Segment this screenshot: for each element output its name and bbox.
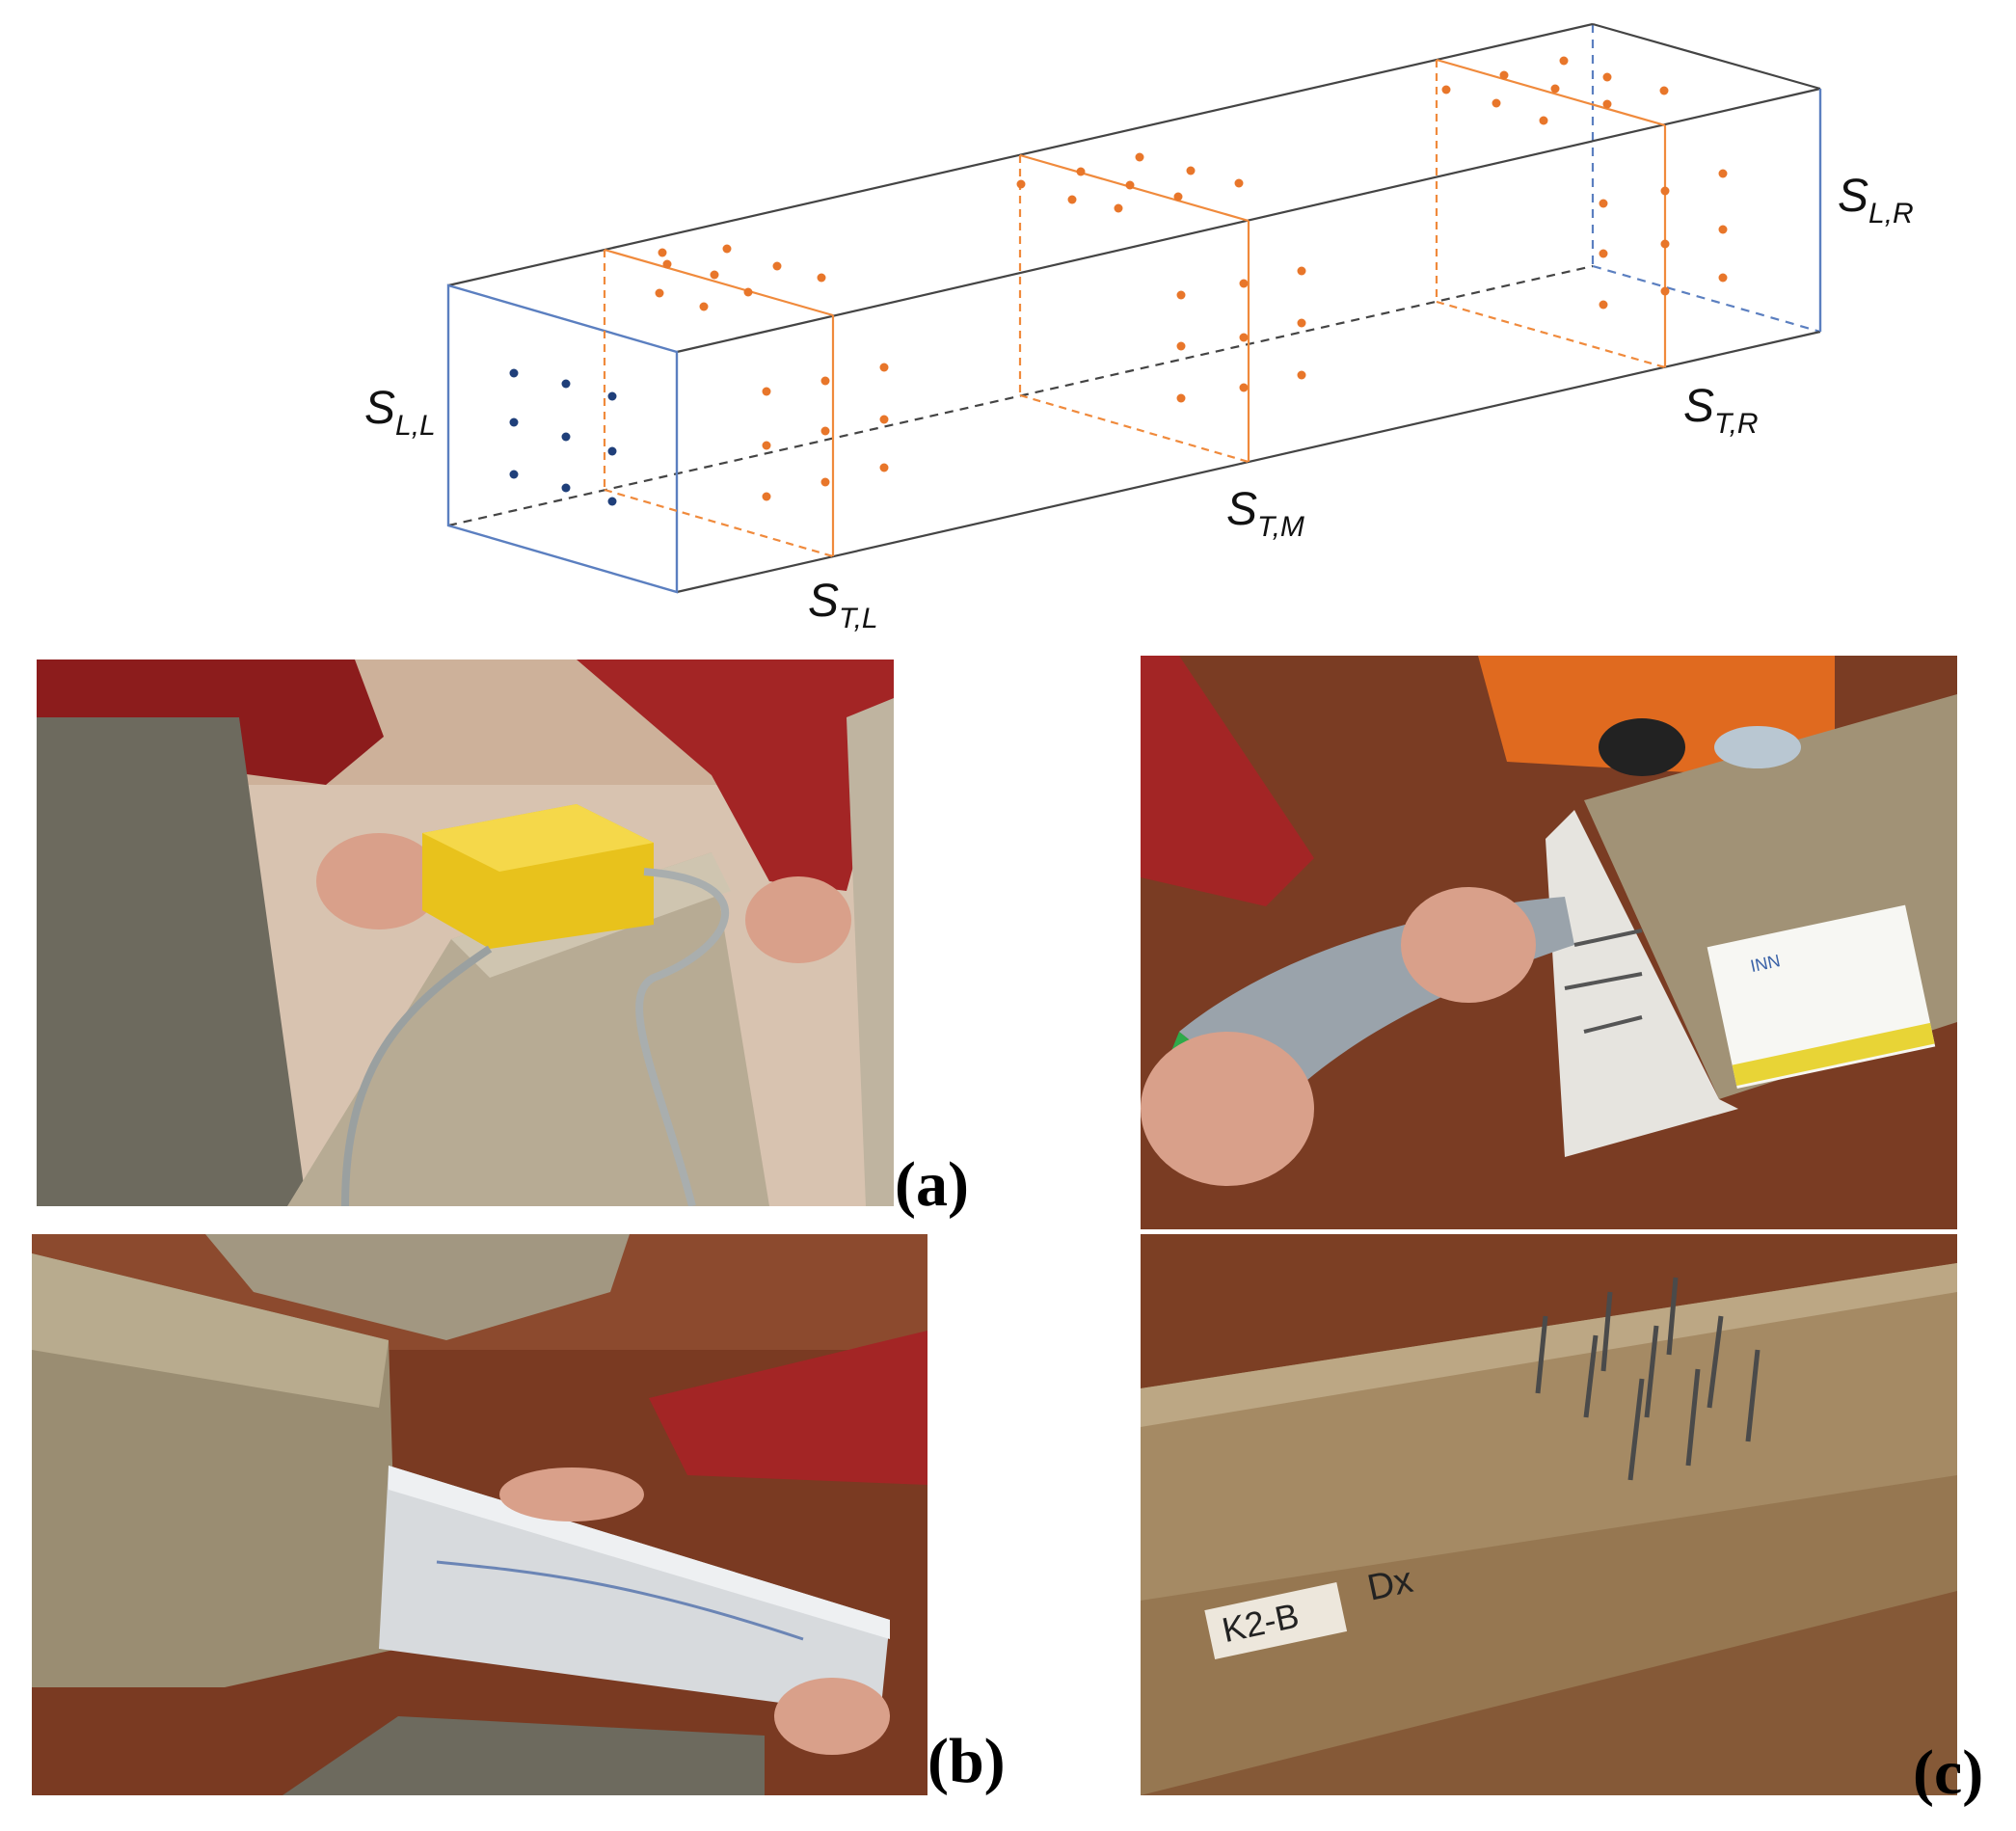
beam-side-text: Dx bbox=[1364, 1560, 1416, 1609]
panel-label-a: (a) bbox=[895, 1149, 969, 1220]
end-face-points bbox=[509, 368, 617, 506]
section-right bbox=[1435, 58, 1667, 369]
right-hidden-edges bbox=[1591, 24, 1821, 334]
photo-c-pins-in-beam: K2-B Dx bbox=[1141, 1234, 1957, 1795]
label-s-tr: ST,R bbox=[1683, 381, 1759, 440]
panel-label-b: (b) bbox=[927, 1726, 1006, 1796]
photo-c-pin-device: INN bbox=[1141, 656, 1957, 1229]
left-end-face bbox=[446, 283, 679, 594]
beam-outline bbox=[447, 22, 1821, 594]
label-s-tl: ST,L bbox=[808, 576, 878, 634]
beam-schematic: SL,L SL,R ST,L ST,M ST,R bbox=[0, 0, 2016, 636]
label-s-ll: SL,L bbox=[364, 383, 436, 442]
section-left bbox=[603, 248, 835, 558]
panel-label-c: (c) bbox=[1913, 1737, 1984, 1808]
section-points bbox=[655, 56, 1728, 501]
label-s-lr: SL,R bbox=[1838, 171, 1914, 229]
section-middle bbox=[1018, 153, 1250, 464]
label-s-tm: ST,M bbox=[1226, 484, 1304, 543]
beam-diagram bbox=[446, 22, 1822, 594]
photo-b-resistograph bbox=[32, 1234, 927, 1795]
photo-a-sonic-device bbox=[37, 660, 894, 1206]
